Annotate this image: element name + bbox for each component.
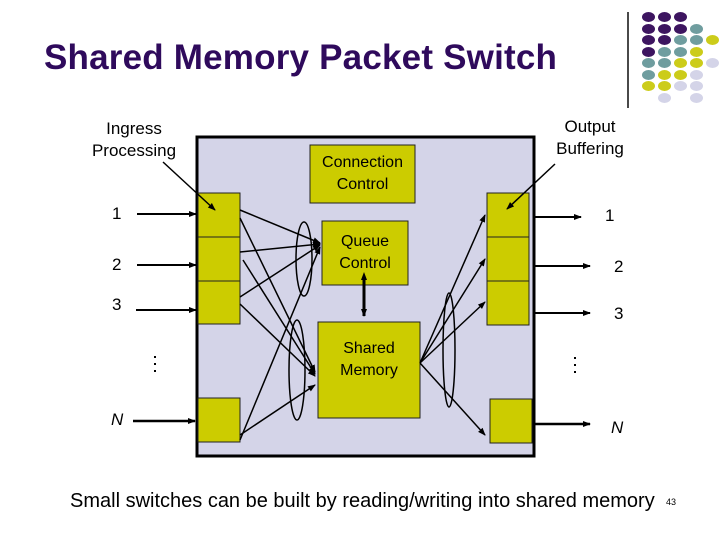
output-buffer-1 bbox=[486, 192, 530, 238]
output-ellipsis bbox=[574, 357, 577, 378]
shared-memory-line2: Memory bbox=[340, 362, 398, 379]
input-port-2: 2 bbox=[112, 255, 122, 274]
decorative-dot bbox=[658, 46, 671, 57]
ingress-processing-label: Ingress Processing bbox=[76, 118, 192, 162]
queue-control-line2: Control bbox=[339, 255, 391, 272]
output-port-3: 3 bbox=[614, 304, 624, 323]
decorative-dot bbox=[690, 58, 703, 68]
input-buffer-n bbox=[197, 397, 241, 443]
in2-to-queue bbox=[239, 241, 321, 253]
decorative-dot bbox=[674, 35, 687, 45]
output-port-1: 1 bbox=[605, 206, 615, 225]
memory-read-demux-ellipse bbox=[442, 292, 456, 408]
decorative-dot bbox=[674, 81, 687, 91]
decorative-dot bbox=[690, 23, 703, 34]
decorative-dot bbox=[674, 12, 687, 22]
decorative-dot bbox=[642, 23, 655, 34]
inn-to-memory bbox=[239, 384, 316, 436]
memory-to-out3 bbox=[419, 301, 486, 364]
memory-to-out1 bbox=[419, 214, 486, 364]
slide-title: Shared Memory Packet Switch bbox=[44, 38, 558, 77]
decorative-dot bbox=[690, 69, 703, 80]
output-label-line1: Output bbox=[564, 117, 616, 136]
decorative-dot bbox=[642, 35, 655, 45]
decorative-dot bbox=[658, 23, 671, 34]
decorative-dot bbox=[658, 92, 671, 103]
decorative-dot bbox=[706, 58, 719, 68]
title-divider bbox=[627, 12, 629, 108]
decorative-dot bbox=[642, 12, 655, 22]
in2-to-memory bbox=[242, 259, 316, 375]
ingress-callout-arrow bbox=[162, 161, 216, 211]
decorative-dot bbox=[674, 69, 687, 80]
connection-control-box bbox=[309, 144, 416, 204]
input-ellipsis bbox=[154, 356, 157, 377]
output-buffer-n bbox=[489, 398, 533, 444]
decorative-dot bbox=[674, 46, 687, 57]
output-buffer-3 bbox=[486, 280, 530, 326]
decorative-dot bbox=[674, 58, 687, 68]
output-label-line2: Buffering bbox=[556, 139, 624, 158]
input-buffer-3 bbox=[197, 280, 241, 325]
decorative-dot bbox=[674, 23, 687, 34]
decorative-dot bbox=[690, 92, 703, 103]
in3-to-memory bbox=[239, 303, 316, 377]
decorative-dot bbox=[642, 46, 655, 57]
decorative-dot bbox=[642, 69, 655, 80]
input-port-3: 3 bbox=[112, 295, 122, 314]
decorative-dot bbox=[690, 46, 703, 57]
decorative-dot bbox=[690, 35, 703, 45]
ingress-label-line1: Ingress bbox=[106, 119, 162, 138]
input-port-n: N bbox=[111, 410, 124, 429]
connection-control-label: Connection Control bbox=[310, 152, 415, 196]
slide-caption: Small switches can be built by reading/w… bbox=[70, 490, 655, 512]
decorative-dot bbox=[658, 81, 671, 91]
output-port-2: 2 bbox=[614, 257, 624, 276]
in3-to-queue bbox=[239, 244, 321, 298]
input-buffer-2 bbox=[197, 236, 241, 282]
decorative-dot bbox=[658, 69, 671, 80]
shared-memory-box bbox=[317, 321, 421, 419]
decorative-dot bbox=[658, 12, 671, 22]
input-port-1: 1 bbox=[112, 204, 122, 223]
output-buffering-label: Output Buffering bbox=[540, 116, 640, 160]
queue-control-line1: Queue bbox=[340, 233, 390, 250]
decorative-dot bbox=[658, 58, 671, 68]
decorative-dot bbox=[642, 58, 655, 68]
decorative-dot bbox=[690, 81, 703, 91]
output-buffer-2 bbox=[486, 236, 530, 282]
shared-memory-label: Shared Memory bbox=[318, 338, 420, 382]
connection-control-line1: Connection bbox=[322, 154, 403, 171]
memory-write-mux-ellipse bbox=[288, 319, 306, 421]
inn-to-queue bbox=[239, 246, 321, 441]
ingress-label-line2: Processing bbox=[91, 141, 177, 160]
shared-memory-line1: Shared bbox=[343, 340, 395, 357]
output-port-n: N bbox=[611, 418, 624, 437]
in1-to-queue bbox=[239, 209, 321, 244]
decorative-dot bbox=[642, 81, 655, 91]
output-callout-arrow bbox=[506, 163, 556, 210]
page-number: 43 bbox=[666, 497, 677, 507]
memory-to-out2 bbox=[419, 258, 486, 364]
decorative-dot bbox=[706, 35, 719, 45]
queue-mux-ellipse bbox=[295, 221, 313, 297]
in1-to-memory bbox=[239, 217, 316, 373]
decorative-dot bbox=[658, 35, 671, 45]
connection-control-line2: Control bbox=[336, 176, 389, 193]
queue-control-label: Queue Control bbox=[322, 231, 408, 275]
